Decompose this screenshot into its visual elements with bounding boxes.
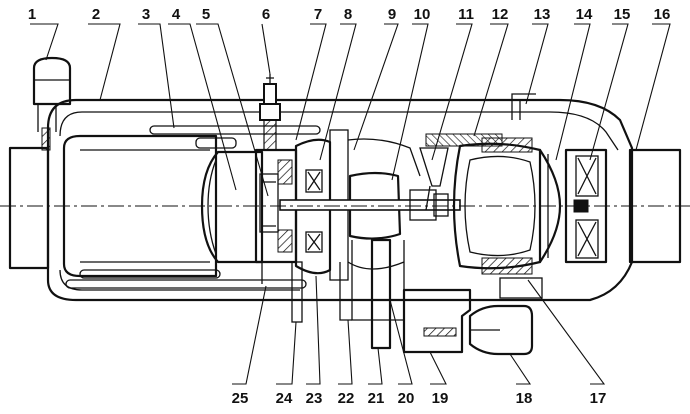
callout-16: 16	[654, 6, 671, 23]
impeller-drum	[452, 93, 562, 275]
top-leader-lines	[30, 23, 671, 197]
callout-14: 14	[576, 6, 593, 23]
callout-15: 15	[614, 6, 631, 23]
callout-17: 17	[590, 390, 607, 407]
exhaust-outlet	[499, 277, 543, 299]
callout-10: 10	[414, 6, 431, 23]
callout-25: 25	[232, 390, 249, 407]
air-intake-pipe	[32, 56, 72, 151]
fuel-dosing-pump	[468, 304, 534, 356]
callout-13: 13	[534, 6, 551, 23]
callout-4: 4	[172, 6, 181, 23]
glow-plug	[259, 74, 281, 151]
callout-11: 11	[458, 6, 474, 23]
callout-7: 7	[314, 6, 322, 23]
callout-6: 6	[262, 6, 270, 23]
callout-20: 20	[398, 390, 415, 407]
callout-1: 1	[28, 6, 36, 23]
bottom-leader-lines	[232, 275, 606, 385]
combustion-chamber	[200, 150, 264, 264]
callout-5: 5	[202, 6, 210, 23]
callout-8: 8	[344, 6, 352, 23]
electric-motor	[279, 171, 461, 350]
heat-exchanger	[62, 125, 321, 289]
callout-18: 18	[516, 390, 533, 407]
top-callout-labels: 1 2 3 4 5 6 7 8 9 10 11 12 13 14 15 16	[28, 6, 671, 23]
callout-22: 22	[338, 390, 355, 407]
callout-23: 23	[306, 390, 323, 407]
callout-9: 9	[388, 6, 396, 23]
callout-3: 3	[142, 6, 150, 23]
callout-12: 12	[492, 6, 509, 23]
callout-2: 2	[92, 6, 100, 23]
callout-24: 24	[276, 390, 293, 407]
callout-19: 19	[432, 390, 449, 407]
callout-21: 21	[368, 390, 385, 407]
bottom-callout-labels: 25 24 23 22 21 20 19 18 17	[232, 390, 607, 407]
